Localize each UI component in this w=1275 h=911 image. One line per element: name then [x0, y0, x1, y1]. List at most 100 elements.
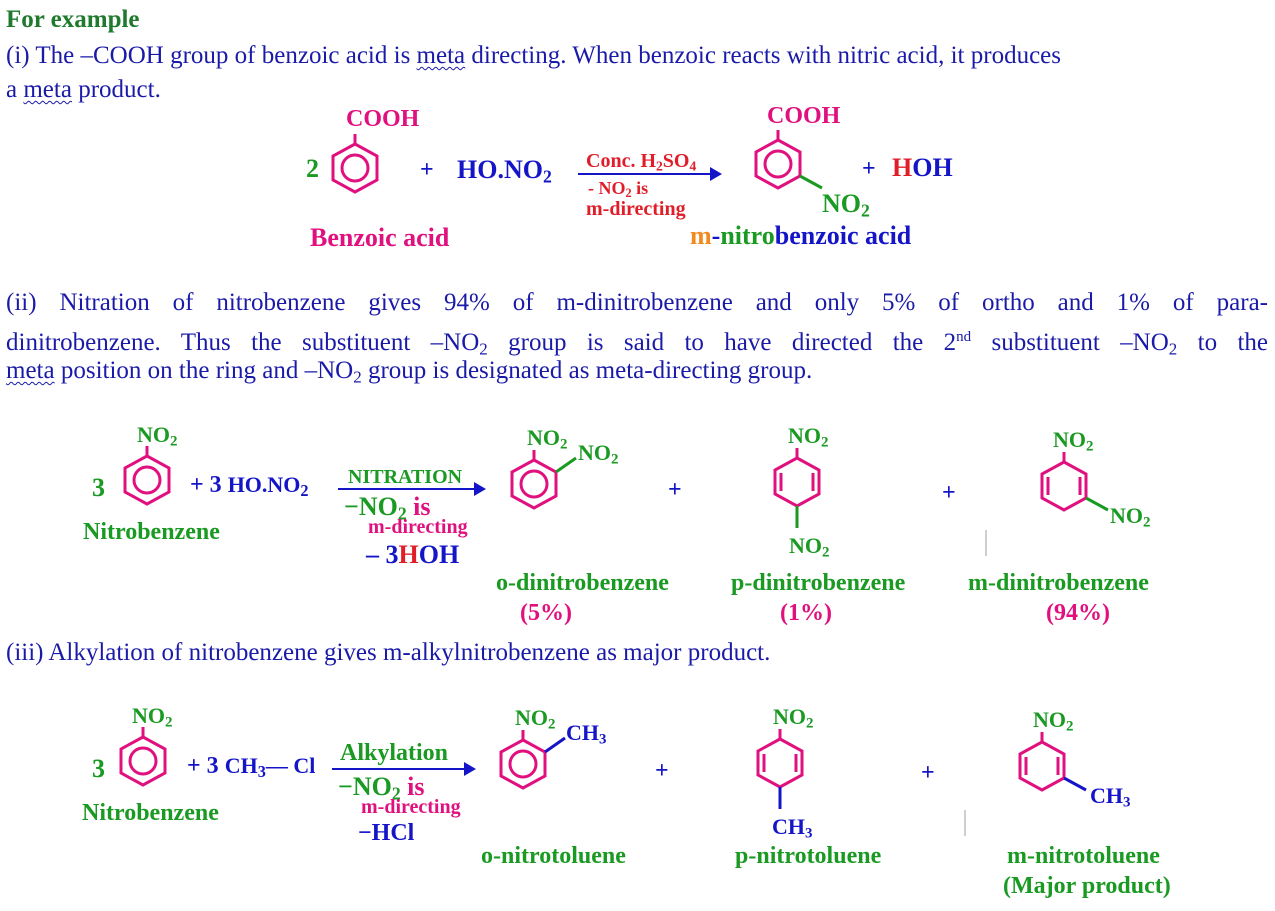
text: (i) The –COOH group of benzoic acid is	[6, 42, 417, 69]
text: HO.NO	[227, 472, 301, 497]
subscript: 2	[822, 544, 830, 561]
subscript: 2	[611, 451, 619, 468]
text: CH	[566, 720, 599, 745]
no2-label: NO2	[1110, 503, 1150, 532]
label-major-product: (Major product)	[1003, 873, 1171, 899]
water-label: HOH	[892, 153, 953, 183]
subscript: 2	[821, 434, 829, 451]
subscript: 2	[353, 367, 362, 387]
text: position on the ring and –NO	[54, 357, 354, 384]
meta-word: meta	[23, 76, 72, 103]
subscript: 2	[300, 481, 309, 501]
text: – 3	[366, 540, 399, 569]
subscript: 2	[1168, 339, 1178, 359]
text: NO	[578, 440, 611, 465]
paragraph-iii: (iii) Alkylation of nitrobenzene gives m…	[6, 639, 771, 666]
subscript: 2	[479, 339, 488, 359]
condition-minus-hcl: −HCl	[358, 820, 415, 846]
label-m-nitrobenzoic-acid: m-nitrobenzoic acid	[690, 221, 911, 251]
reagent-hono2: + 3 HO.NO2	[190, 472, 309, 501]
coefficient-2: 2	[306, 154, 319, 183]
percent-para: (1%)	[780, 600, 832, 626]
text: NO	[527, 425, 560, 450]
condition-no2-is: −NO2 is	[338, 772, 425, 804]
text: SO	[662, 150, 690, 172]
text: nitro	[720, 221, 775, 250]
text: HO.NO	[457, 155, 543, 184]
no2-substituent: NO2	[822, 189, 870, 221]
benzene-ring-icon	[123, 446, 171, 506]
no2-label: NO2	[788, 423, 828, 452]
label-nitrobenzene: Nitrobenzene	[83, 519, 220, 545]
text: dinitrobenzene. Thus the substituent –NO	[6, 329, 480, 356]
no2-label: NO2	[527, 425, 567, 454]
benzene-ring-icon	[756, 729, 804, 809]
label-o-nitrotoluene: o-nitrotoluene	[481, 843, 626, 869]
subscript: 2	[1086, 438, 1094, 455]
text: -	[711, 221, 721, 250]
text: group is designated as meta-directing gr…	[361, 357, 813, 384]
ch3-label: CH3	[1090, 783, 1130, 812]
subscript: 2	[170, 433, 178, 450]
text: NO	[1053, 427, 1086, 452]
text: OH	[912, 153, 953, 182]
text: m	[690, 221, 712, 250]
benzene-ring-icon	[119, 727, 167, 787]
text: NO	[822, 189, 861, 218]
text: CH	[772, 814, 805, 839]
subscript: 2	[625, 186, 632, 201]
no2-label: NO2	[578, 440, 618, 469]
text: is	[400, 772, 425, 801]
label-p-nitrotoluene: p-nitrotoluene	[735, 843, 882, 869]
condition-mdirecting: m-directing	[586, 198, 686, 220]
no2-label: NO2	[515, 705, 555, 734]
no2-label: NO2	[137, 422, 177, 451]
paragraph-i-line2: a meta product.	[6, 73, 161, 107]
condition-no2: - NO2 is	[588, 178, 648, 201]
no2-label: NO2	[773, 704, 813, 733]
plus-sign: +	[668, 477, 682, 503]
subscript: 4	[689, 158, 697, 174]
text: NO	[1110, 503, 1143, 528]
subscript: 2	[806, 715, 814, 732]
text: CH	[1090, 783, 1123, 808]
text: + 3	[187, 753, 225, 779]
subscript: 2	[542, 166, 552, 187]
text: CH	[224, 753, 258, 778]
text: is	[631, 178, 649, 198]
text: OH	[418, 540, 460, 569]
text: NO	[788, 423, 821, 448]
text: −NO	[338, 772, 392, 801]
text: a	[6, 76, 24, 103]
condition-mdirecting: m-directing	[361, 796, 461, 818]
percent-ortho: (5%)	[520, 600, 572, 626]
meta-word: meta	[416, 42, 466, 69]
superscript: nd	[956, 329, 972, 345]
text: to the	[1177, 329, 1268, 356]
plus-sign: +	[921, 760, 935, 786]
reaction-arrow	[332, 762, 476, 776]
text: directing. When benzoic reacts with nitr…	[465, 42, 1061, 69]
coefficient-3: 3	[92, 473, 105, 502]
plus-sign: +	[420, 157, 434, 183]
subscript: 2	[861, 200, 870, 221]
paragraph-ii-line1: (ii) Nitration of nitrobenzene gives 94%…	[6, 289, 1268, 316]
coefficient-3: 3	[92, 754, 105, 783]
subscript: 3	[1123, 794, 1131, 811]
ch3-label: CH3	[566, 720, 606, 749]
subscript: 2	[165, 714, 173, 731]
text: — Cl	[265, 753, 316, 778]
ch3-label: CH3	[772, 814, 812, 843]
paragraph-ii-line2: dinitrobenzene. Thus the substituent –NO…	[6, 320, 1268, 366]
subscript: 2	[1066, 718, 1074, 735]
condition-minus-hoh: – 3HOH	[366, 540, 459, 570]
text: benzoic acid	[774, 221, 912, 250]
text: substituent –NO	[971, 329, 1169, 356]
text: is	[406, 492, 431, 521]
condition-mdirecting: m-directing	[368, 516, 468, 538]
condition-nitration: NITRATION	[348, 466, 463, 488]
text: group is said to have directed the 2	[487, 329, 957, 356]
benzene-ring-icon	[331, 134, 379, 194]
subscript: 2	[1143, 514, 1151, 531]
section-heading: For example	[6, 6, 140, 33]
